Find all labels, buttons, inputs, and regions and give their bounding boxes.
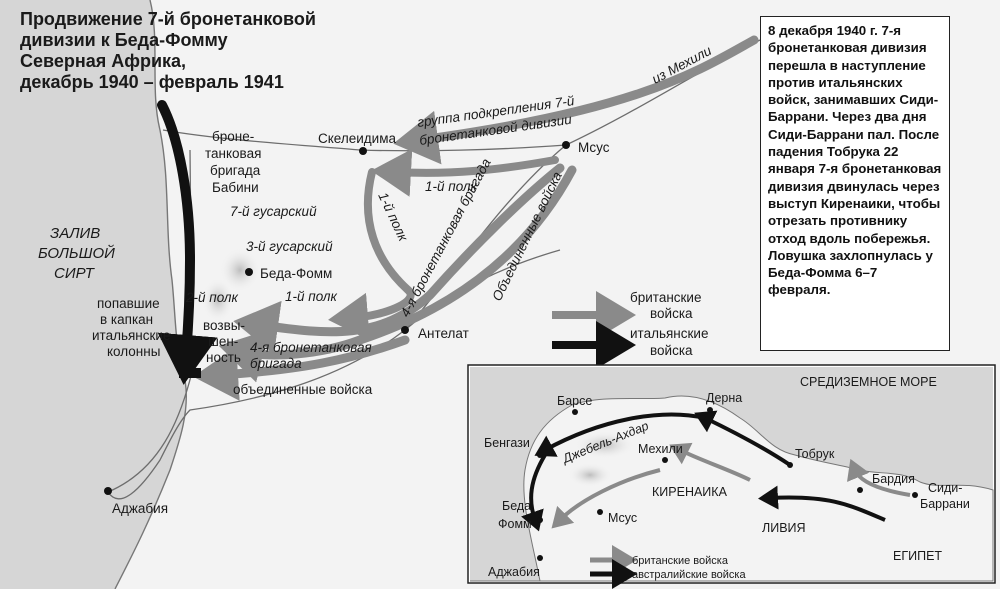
arrow-italian-retreat bbox=[157, 100, 218, 385]
label-height: ность bbox=[206, 350, 241, 365]
inset-label-cyrenaica: КИРЕНАИКА bbox=[652, 485, 728, 499]
gulf-of-sirte bbox=[0, 0, 187, 589]
inset-dot-sidi-barrani bbox=[912, 492, 918, 498]
inset-arrow-british bbox=[847, 458, 911, 497]
inset-label-adzhdabiya: Аджабия bbox=[488, 565, 540, 579]
legend-british-label: войска bbox=[650, 306, 693, 321]
inset-dot-barse bbox=[572, 409, 578, 415]
label-height: шен- bbox=[208, 334, 238, 349]
arrow-4th-brigade-diag bbox=[233, 163, 565, 355]
inset-hill-shading bbox=[568, 463, 612, 487]
inset-arrow-british bbox=[521, 453, 547, 532]
gulf-label: БОЛЬШОЙ bbox=[38, 244, 115, 262]
label-babini: танковая bbox=[205, 146, 261, 161]
legend-british-label: британские bbox=[630, 290, 701, 305]
gulf-label: ЗАЛИВ bbox=[50, 225, 100, 242]
inset-label-sidi-barrani: Сиди- bbox=[928, 481, 962, 495]
place-dot-adzhdabiya bbox=[104, 487, 112, 495]
place-antelat: Антелат bbox=[418, 326, 469, 341]
inset-label-bardia: Бардия bbox=[872, 472, 915, 486]
trap-block bbox=[179, 368, 201, 378]
british-arrows bbox=[193, 35, 759, 401]
label-7th-hussars: 7-й гусарский bbox=[230, 204, 317, 219]
inset-label-sidi-barrani: Баррани bbox=[920, 497, 970, 511]
info-box: 8 декабря 1940 г. 7-я бронетанковая диви… bbox=[760, 16, 950, 351]
inset-dot-beda-fomm bbox=[537, 517, 543, 523]
gulf-label: СИРТ bbox=[54, 265, 96, 282]
inset-legend-australian-label: австралийские войска bbox=[632, 569, 746, 581]
label-trapped-columns: попавшие bbox=[97, 296, 160, 311]
place-skeleidima: Скелеидима bbox=[318, 131, 396, 146]
label-trapped-columns: колонны bbox=[107, 344, 160, 359]
label-1st-regiment-upper: 1-й полк bbox=[425, 179, 478, 194]
map-title-line1: Продвижение 7-й бронетанковой bbox=[20, 9, 316, 29]
arrow-1st-regiment-curve bbox=[328, 168, 415, 341]
inset-dot-tobruk bbox=[787, 462, 793, 468]
inset-label-beda-fomm: Фомм bbox=[498, 517, 532, 531]
inset-arrow-british bbox=[669, 442, 751, 482]
legend-italian-label: войска bbox=[650, 343, 693, 358]
place-dot-antelat bbox=[401, 326, 409, 334]
inset-arrow-british bbox=[758, 485, 886, 522]
label-1st-regiment-lower: 1-й полк bbox=[285, 289, 338, 304]
arrow-1st-regiment-upper bbox=[371, 148, 559, 197]
map-title-line4: декабрь 1940 – февраль 1941 bbox=[20, 72, 284, 92]
inset-arrow-british bbox=[534, 412, 706, 457]
label-4th-brigade-low: бригада bbox=[250, 356, 302, 371]
map-title-line3: Северная Африка, bbox=[20, 51, 186, 71]
place-dot-beda-fomm bbox=[245, 268, 253, 276]
place-beda-fomm: Беда-Фомм bbox=[260, 266, 332, 281]
inset-map: СРЕДИЗЕМНОЕ МОРЕ Барсе Дерна Бенгази Дже… bbox=[467, 364, 996, 589]
place-adzhdabiya: Аджабия bbox=[112, 501, 168, 516]
coastline bbox=[114, 0, 188, 589]
inset-label-libya: ЛИВИЯ bbox=[762, 521, 806, 535]
arrow-support-group bbox=[393, 35, 759, 165]
map-title-line2: дивизии к Беда-Фомму bbox=[20, 30, 228, 50]
label-combined-bottom: объединенные войска bbox=[233, 382, 373, 397]
label-trapped-columns: в капкан bbox=[100, 312, 153, 327]
arrow-combined-diag bbox=[218, 165, 577, 383]
inset-dot-adzhdabiya bbox=[537, 555, 543, 561]
hill-shading bbox=[202, 278, 234, 322]
inset-dot-mekhili bbox=[662, 457, 668, 463]
info-box-text: 8 декабря 1940 г. 7-я бронетанковая диви… bbox=[768, 23, 942, 298]
inset-dot-benghazi bbox=[537, 452, 543, 458]
inset-label-barse: Барсе bbox=[557, 394, 592, 408]
hill-shading bbox=[220, 248, 260, 292]
inset-dot-msus bbox=[597, 509, 603, 515]
inset-label-egypt: ЕГИПЕТ bbox=[893, 549, 942, 563]
inset-label-sea: СРЕДИЗЕМНОЕ МОРЕ bbox=[800, 375, 937, 389]
inset-arrow-british bbox=[551, 468, 661, 529]
inset-dot-bardia bbox=[857, 487, 863, 493]
inset-arrow-british bbox=[694, 410, 792, 467]
inset-label-tobruk: Тобрук bbox=[795, 447, 835, 461]
place-msus: Мсус bbox=[578, 140, 610, 155]
place-dot-skeleidima bbox=[359, 147, 367, 155]
inset-label-benghazi: Бенгази bbox=[484, 436, 530, 450]
inset-legend-british-label: британские войска bbox=[632, 555, 729, 567]
arrow-combined-bottom bbox=[193, 335, 410, 401]
legend: британские войска итальянские войска bbox=[552, 290, 708, 369]
inset-label-beda-fomm: Беда bbox=[502, 499, 531, 513]
label-trapped-columns: итальянские bbox=[92, 328, 170, 343]
legend-italian-label: итальянские bbox=[630, 326, 708, 341]
label-4th-brigade-low: 4-я бронетанковая bbox=[250, 340, 372, 355]
label-3rd-hussars: 3-й гусарский bbox=[246, 239, 333, 254]
label-babini: бригада bbox=[210, 163, 261, 178]
inset-dot-derna bbox=[707, 407, 713, 413]
inset-label-msus: Мсус bbox=[608, 511, 637, 525]
label-height: возвы- bbox=[203, 318, 245, 333]
label-babini: броне- bbox=[212, 129, 254, 144]
inset-label-derna: Дерна bbox=[706, 391, 742, 405]
label-2nd-regiment: 2-й полк bbox=[185, 290, 239, 305]
inset-hill-shading bbox=[575, 431, 635, 459]
inset-label-mekhili: Мехили bbox=[638, 442, 683, 456]
label-babini: Бабини bbox=[212, 180, 259, 195]
place-dot-msus bbox=[562, 141, 570, 149]
